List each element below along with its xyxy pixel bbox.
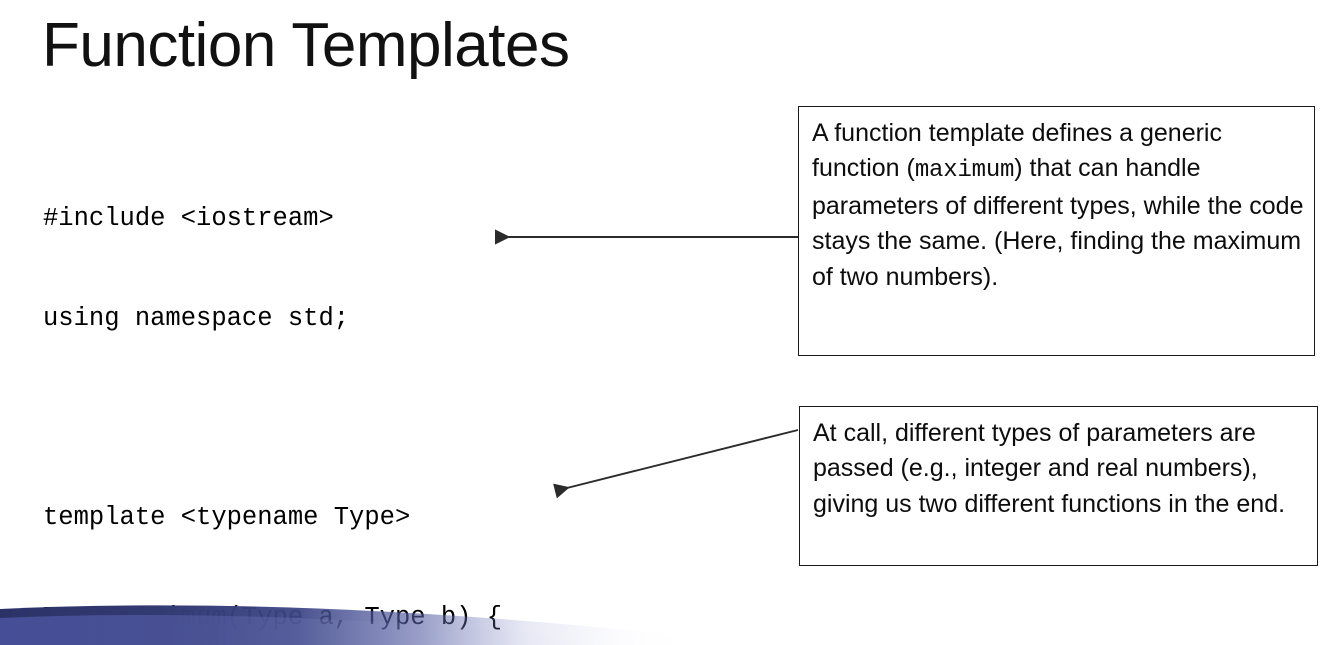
code-line: #include <iostream> <box>43 204 334 234</box>
callout-template-definition: A function template defines a generic fu… <box>798 106 1315 356</box>
code-line: using namespace std; <box>43 304 350 333</box>
callout-call-site: At call, different types of parameters a… <box>799 406 1318 566</box>
code-line: Type maximum(Type a, Type b) { <box>43 602 503 632</box>
code-line-blank <box>43 402 686 435</box>
callout-1-text: A function template defines a generic fu… <box>812 116 1304 295</box>
code-block: #include <iostream> using namespace std;… <box>43 136 686 645</box>
page-title: Function Templates <box>42 11 570 80</box>
callout-2-text: At call, different types of parameters a… <box>813 419 1286 518</box>
code-line: template <typename Type> <box>43 503 411 533</box>
callout-1-mono-token: maximum <box>914 157 1015 185</box>
callout-1-text-after: ) that can handle parameters of differen… <box>812 154 1304 291</box>
callout-1-text-before: A function template defines a generic fu… <box>812 119 1222 183</box>
